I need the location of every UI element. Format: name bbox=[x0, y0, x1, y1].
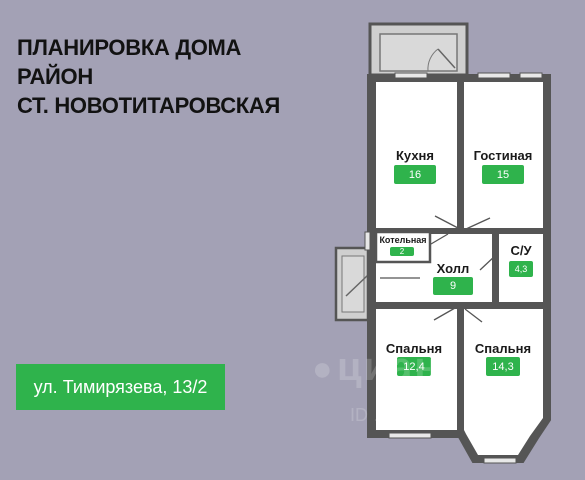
room-kitchen-area: 16 bbox=[394, 165, 436, 184]
room-bathroom-name: С/У bbox=[510, 243, 532, 258]
room-bedroom-2-name: Спальня bbox=[474, 341, 532, 356]
room-living-name: Гостиная bbox=[473, 148, 533, 163]
room-boiler-name: Котельная bbox=[379, 235, 427, 245]
room-floors bbox=[376, 82, 543, 455]
street-address-banner: ул. Тимирязева, 13/2 bbox=[16, 364, 225, 410]
title-line-2: РАЙОН bbox=[17, 64, 93, 89]
windows bbox=[364, 72, 543, 464]
room-bedroom-1-area: 12,4 bbox=[397, 357, 431, 376]
room-bedroom-2-area: 14,3 bbox=[486, 357, 520, 376]
room-hall-name: Холл bbox=[436, 261, 470, 276]
room-bedroom-1-name: Спальня bbox=[385, 341, 443, 356]
room-hall-area: 9 bbox=[433, 277, 473, 295]
title-line-3: СТ. НОВОТИТАРОВСКАЯ bbox=[17, 93, 281, 118]
title-line-1: ПЛАНИРОВКА ДОМА bbox=[17, 35, 242, 60]
room-living-area: 15 bbox=[482, 165, 524, 184]
room-boiler-area: 2 bbox=[390, 247, 414, 256]
side-porch bbox=[334, 246, 370, 322]
door-swings bbox=[430, 215, 497, 323]
room-bathroom-area: 4,3 bbox=[509, 261, 533, 277]
room-kitchen-name: Кухня bbox=[396, 148, 434, 163]
porch bbox=[368, 22, 469, 77]
plan-title: ПЛАНИРОВКА ДОМА РАЙОН СТ. НОВОТИТАРОВСКА… bbox=[17, 33, 280, 120]
